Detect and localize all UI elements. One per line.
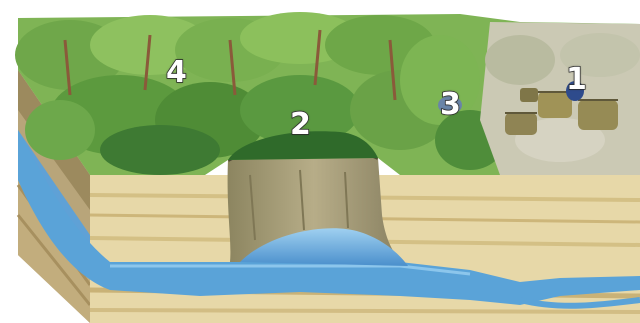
marker-label-4: 4 <box>166 58 187 88</box>
marker-label-1: 1 <box>566 65 587 95</box>
marker-label-2: 2 <box>290 110 311 140</box>
marker-label-3: 3 <box>440 90 461 120</box>
